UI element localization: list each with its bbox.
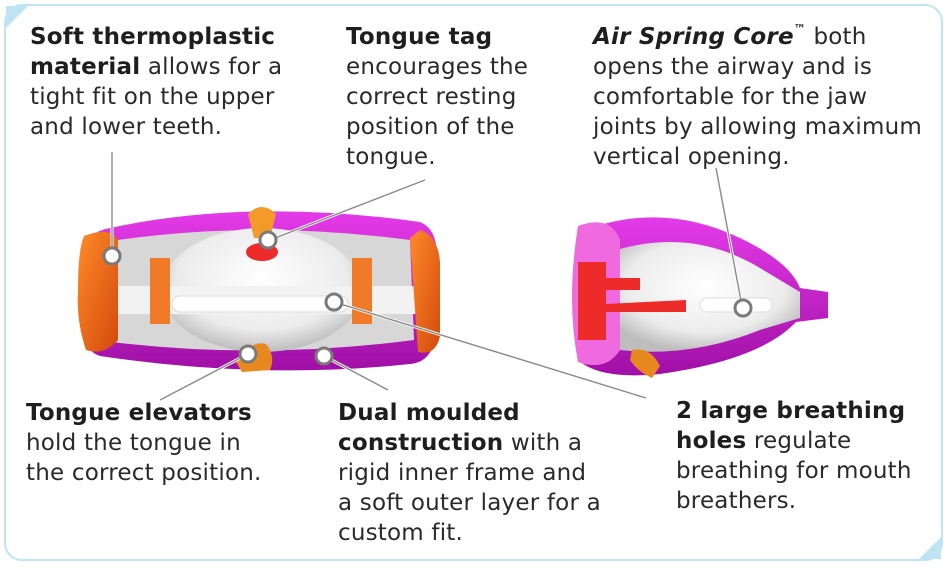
label-soft-material-title: Soft thermoplastic material [30, 24, 276, 80]
label-breathing-holes-title: 2 large breathing holes [676, 398, 906, 454]
left-orange-bracket [150, 258, 170, 324]
top-orange-notch [248, 207, 276, 238]
leader-tongue-tag [269, 179, 426, 241]
label-tongue-tag-title: Tongue tag [346, 24, 493, 50]
marker-tongue-elevators [238, 344, 258, 364]
label-soft-material-body: allows for a tight fit on the upper and … [30, 54, 283, 140]
label-air-spring-title: Air Spring Core [593, 24, 794, 50]
marker-dual-moulded [314, 346, 334, 366]
label-tongue-elevators: Tongue elevators hold the tongue in the … [26, 398, 286, 488]
label-dual-moulded-title: Dual moulded construction [338, 400, 520, 456]
label-tongue-tag-body: encourages the correct resting position … [346, 54, 529, 170]
mouthguard-top-view [77, 207, 440, 372]
leader-lines [111, 152, 743, 401]
label-tongue-tag: Tongue tag encourages the correct restin… [346, 22, 546, 172]
label-dual-moulded-body: with a rigid inner frame and a soft oute… [338, 430, 601, 546]
label-air-spring: Air Spring Core™ both opens the airway a… [593, 22, 933, 172]
label-breathing-holes: 2 large breathing holes regulate breathi… [676, 396, 931, 516]
label-soft-material: Soft thermoplastic material allows for a… [30, 22, 295, 142]
label-tongue-elevators-body: hold the tongue in the correct position. [26, 430, 262, 486]
mouthguard-side-view [572, 217, 828, 378]
side-orange-tab [630, 349, 660, 378]
right-orange-flap [410, 230, 440, 353]
leader-breathing-holes [333, 301, 647, 399]
side-red-frame [578, 262, 686, 340]
marker-air-spring [733, 298, 753, 318]
marker-soft-material [102, 246, 122, 266]
right-orange-bracket [352, 258, 372, 324]
leader-air-spring [715, 167, 743, 307]
marker-breathing-holes [324, 292, 344, 312]
callout-markers [102, 230, 753, 366]
label-air-spring-tm: ™ [793, 22, 806, 36]
label-dual-moulded: Dual moulded construction with a rigid i… [338, 398, 603, 548]
leader-dual-moulded [323, 355, 389, 391]
marker-tongue-tag [258, 230, 278, 250]
leader-tongue-elevators [159, 353, 249, 401]
label-breathing-holes-body: regulate breathing for mouth breathers. [676, 428, 912, 514]
label-tongue-elevators-title: Tongue elevators [26, 400, 252, 426]
breathing-slot [171, 295, 349, 313]
label-air-spring-body: both opens the airway and is comfortable… [593, 24, 922, 170]
side-white-core [610, 242, 800, 352]
